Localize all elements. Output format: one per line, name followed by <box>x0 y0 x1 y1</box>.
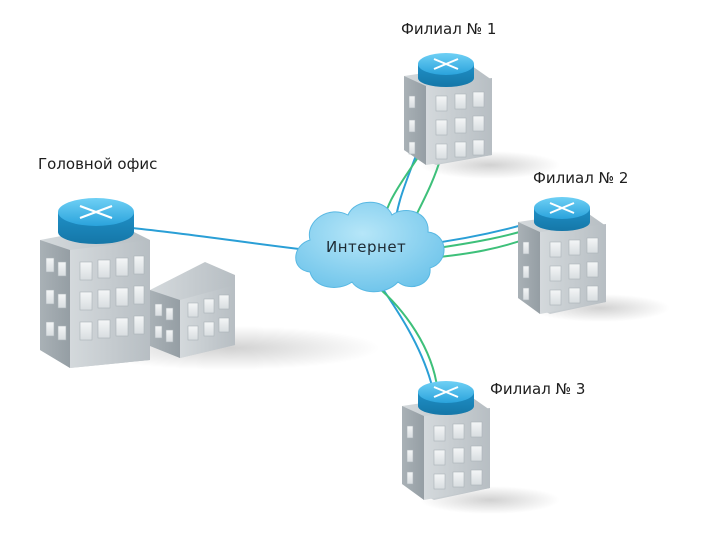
headquarters-label: Головной офис <box>38 155 158 173</box>
branch2-label: Филиал № 2 <box>533 169 629 187</box>
building-icon-branch3 <box>402 381 490 500</box>
building-icon-hq <box>40 198 235 368</box>
internet-label: Интернет <box>326 238 407 256</box>
router-icon-branch2 <box>534 197 590 231</box>
link-hq-internet <box>131 227 326 253</box>
building-icon-branch1 <box>404 53 492 165</box>
router-icon-branch1 <box>418 53 474 87</box>
building-icon-branch2 <box>518 197 606 314</box>
router-icon-branch3 <box>418 381 474 415</box>
router-icon-hq <box>58 198 134 244</box>
cloud-icon <box>295 201 445 293</box>
branch1-label: Филиал № 1 <box>401 20 497 38</box>
branch3-label: Филиал № 3 <box>490 380 586 398</box>
